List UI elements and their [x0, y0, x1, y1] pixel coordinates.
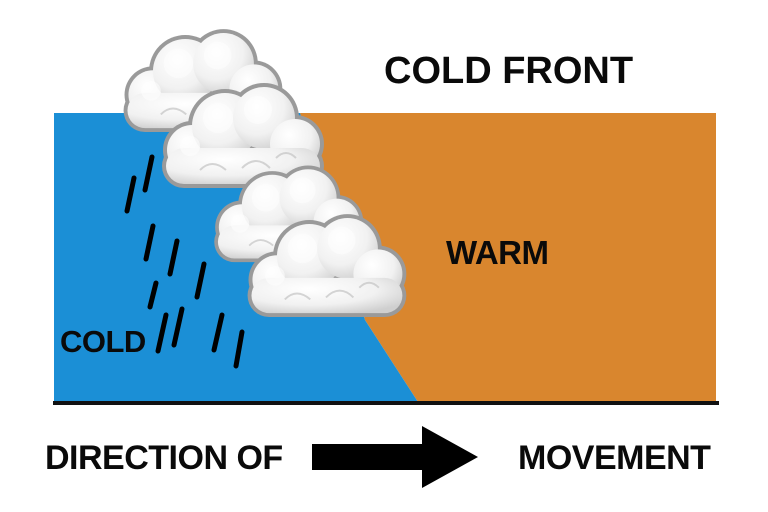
diagram-title: COLD FRONT — [384, 50, 634, 92]
rain-streak — [194, 261, 207, 300]
rain-streak — [211, 312, 225, 353]
direction-label: DIRECTION OF — [45, 439, 283, 477]
rain-streak — [143, 223, 156, 262]
direction-arrow-icon — [312, 426, 478, 488]
warm-air-region — [300, 113, 716, 402]
rain-streak — [167, 238, 180, 277]
rain-streak — [124, 175, 137, 214]
cold-air-label: COLD — [60, 324, 146, 359]
movement-label: MOVEMENT — [518, 439, 711, 477]
rain-streak — [155, 312, 169, 354]
warm-air-label: WARM — [446, 234, 549, 271]
rain-streak — [142, 154, 155, 193]
rain-streak — [171, 306, 185, 348]
rain-streaks — [124, 154, 245, 369]
rain-streak — [233, 329, 245, 369]
rain-streak — [147, 280, 159, 310]
